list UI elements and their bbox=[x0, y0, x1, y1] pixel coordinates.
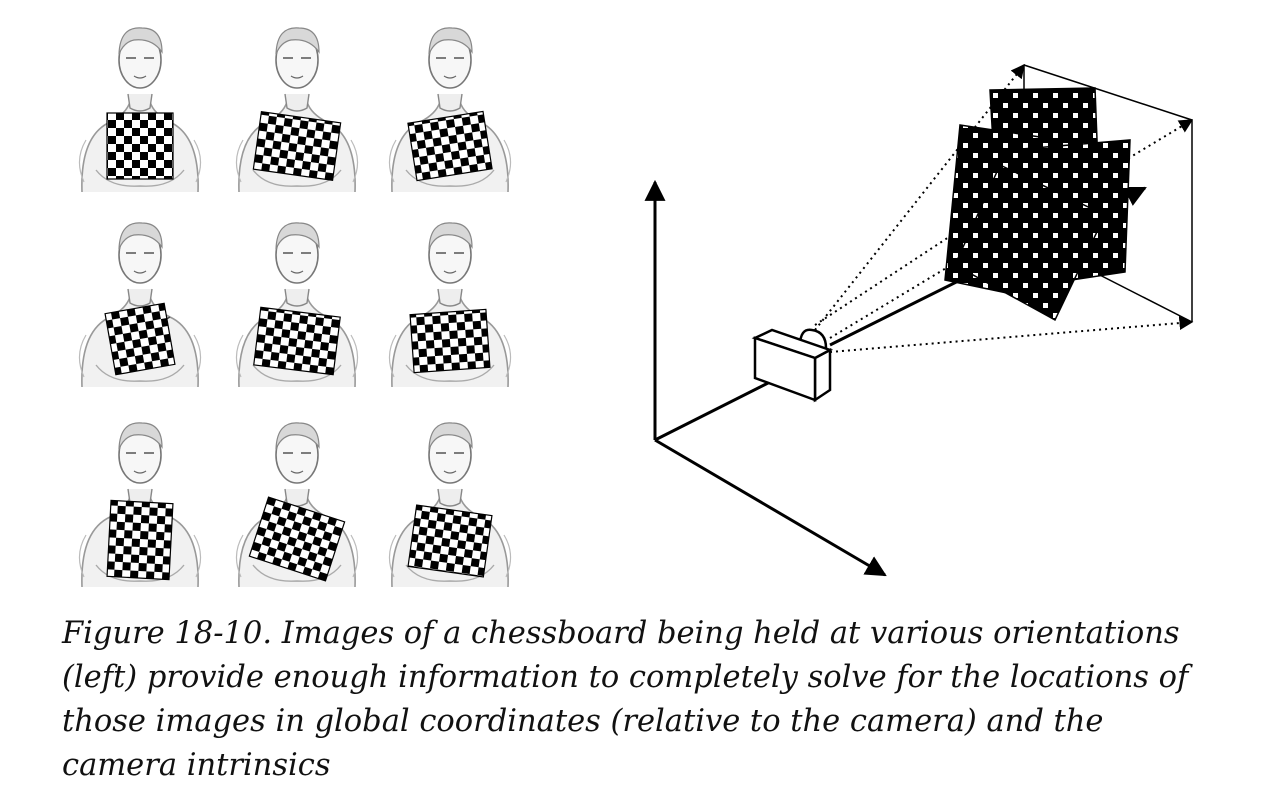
figure bbox=[78, 27, 1194, 588]
thumbnail bbox=[78, 222, 202, 388]
thumbnail bbox=[235, 422, 359, 588]
axis-x bbox=[654, 438, 887, 577]
ray bbox=[829, 316, 1194, 353]
ray bbox=[814, 63, 1025, 331]
axis-z bbox=[654, 380, 771, 442]
camera-front bbox=[753, 336, 817, 402]
figure-caption: Figure 18-10. Images of a chessboard bei… bbox=[62, 616, 1189, 783]
scene-chessboard bbox=[954, 163, 1106, 322]
thumbnail bbox=[78, 27, 202, 193]
thumbnail-grid bbox=[78, 27, 512, 588]
thumbnail bbox=[388, 422, 512, 588]
coordinate-axes bbox=[644, 179, 887, 577]
frustum-frame bbox=[1023, 64, 1193, 323]
camera bbox=[751, 328, 834, 403]
thumbnail bbox=[388, 27, 512, 193]
thumbnail bbox=[388, 222, 512, 388]
thumbnail bbox=[235, 27, 359, 193]
thumbnail bbox=[78, 422, 202, 588]
scene-chessboards bbox=[944, 87, 1131, 322]
thumbnail bbox=[235, 222, 359, 388]
